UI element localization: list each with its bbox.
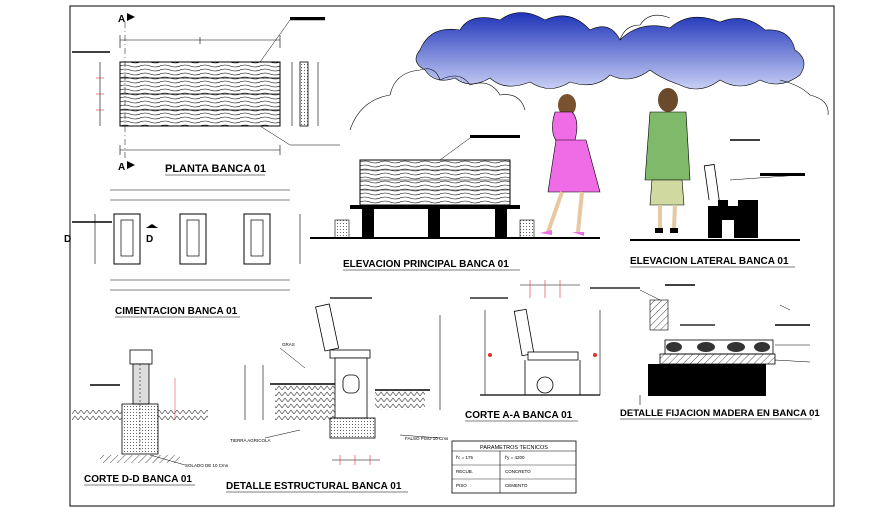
corte-aa-view (470, 280, 601, 396)
title-block-row-6: CEMENTO (505, 483, 528, 488)
section-mark-a-bottom: A (118, 162, 125, 173)
section-mark-a-top: A (118, 14, 125, 25)
section-mark-d-right: D (146, 234, 153, 245)
planta-view: A A (72, 13, 340, 173)
title-elevacion-lateral: ELEVACION LATERAL BANCA 01 (630, 256, 789, 267)
note-tierra: TIERRA AGRICOLA (230, 438, 271, 443)
note-falso-piso: FALSO PISO 10 Cms (405, 436, 449, 441)
title-block-row-2: f'y = 4200 (505, 455, 525, 460)
woman-figure-green (644, 88, 691, 233)
title-block-row-1: f'c = 175 (456, 455, 473, 460)
elevacion-lateral-view (630, 88, 805, 241)
title-detalle-estructural: DETALLE ESTRUCTURAL BANCA 01 (226, 481, 402, 492)
detalle-fijacion-view (590, 284, 811, 405)
title-elevacion-principal: ELEVACION PRINCIPAL BANCA 01 (343, 259, 509, 270)
title-block (451, 440, 577, 494)
cimentacion-view: D D (64, 189, 301, 291)
woman-figure-pink (540, 94, 601, 236)
title-cimentacion: CIMENTACION BANCA 01 (115, 306, 238, 317)
section-mark-d-left: D (64, 234, 71, 245)
title-block-row-3: RECUB. (456, 469, 473, 474)
title-detalle-fijacion: DETALLE FIJACION MADERA EN BANCA 01 (620, 408, 820, 419)
title-block-row-5: PISO (456, 483, 467, 488)
corte-dd-view (72, 349, 208, 466)
cloud-decoration (349, 12, 829, 131)
title-corte-aa: CORTE A-A BANCA 01 (465, 410, 573, 421)
title-corte-dd: CORTE D-D BANCA 01 (84, 474, 192, 485)
sheet-border (69, 5, 835, 507)
title-planta: PLANTA BANCA 01 (165, 163, 266, 175)
elevacion-principal-view (310, 94, 601, 239)
title-block-heading: PARAMETROS TECNICOS (480, 445, 548, 451)
note-solado: SOLADO DE 10 Cms (185, 463, 229, 468)
note-grass: GRAS (282, 342, 295, 347)
title-block-row-4: CONCRETO (505, 469, 531, 474)
detalle-estructural-view (244, 297, 441, 465)
